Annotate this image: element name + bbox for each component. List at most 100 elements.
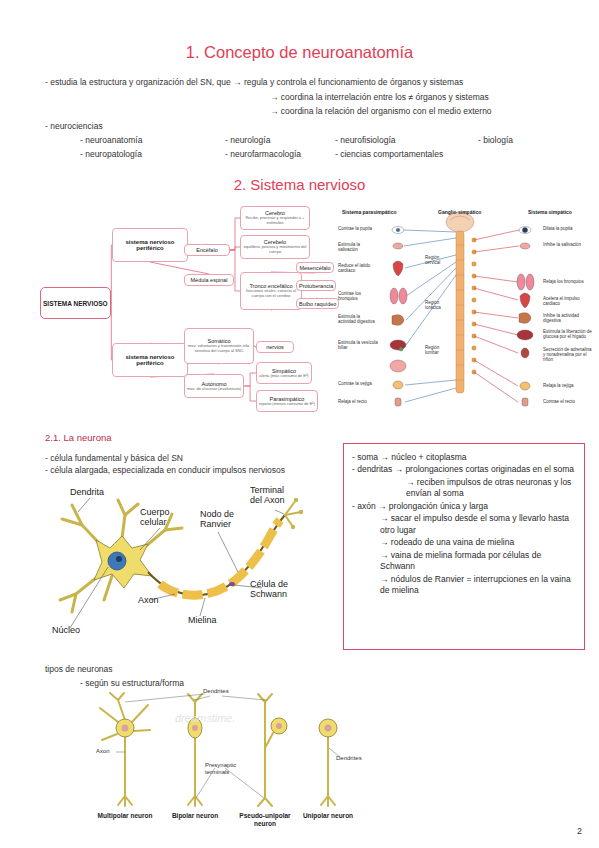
ans-illustration-part-part [474,276,518,282]
section-heading: 2. Sistema nervioso [0,176,599,194]
node-desc: equilibrio, postura y movimiento del cue… [243,245,307,254]
concept-box: Tronco encefálicofunciones vitales; cone… [240,272,302,310]
ans-illustration-part-part [390,340,406,350]
concept-box: CerebroRecibir, procesar y responder a +… [240,206,310,230]
box-line: → vaina de mielina formada por células d… [352,550,576,573]
concept-box: sistema nervioso periférico [112,343,188,377]
node-title: Mesencéfalo [299,265,330,271]
neuron-types-illustration-part-part [188,796,195,805]
node-desc: mov. de vísceras (involuntario) [187,387,241,392]
neuron-types-illustration-part-part [265,733,273,748]
part-label: Célula de Schwann [250,580,298,600]
neuron-types-illustration-part-part [192,725,198,731]
node-title: sistema nervioso periférico [115,239,185,251]
ans-label: Contrae la vejiga [338,381,378,386]
concept-box: Cerebeloequilibrio, postura y movimiento… [240,235,310,259]
node-desc: mov. voluntarios y transmisión info. sen… [187,344,251,353]
ans-label: Región cervical [425,255,453,265]
ans-illustration-part-part [405,388,456,402]
ans-illustration-part-part [474,312,518,318]
ans-illustration-part-part [522,398,528,406]
neuron-types-illustration-part [122,723,332,732]
neuron-types-illustration-part-part [258,798,265,806]
box-line: → rodeado de una vaina de mielina [352,537,576,548]
concept-box: Simpáticoalerta (más consumo de E²) [256,362,312,384]
ans-heading: Sistema parasimpático [342,209,396,215]
ans-illustration-part-part [520,382,530,390]
neuron-illustration [60,498,303,628]
ans-illustration [390,212,534,406]
body-text: - biología [478,135,513,145]
neuron-illustration-part [116,556,122,562]
concept-box: Bulbo raquídeo [296,298,339,309]
neuron-types-illustration-part-part [319,719,337,737]
ans-illustration-part-part [399,347,403,351]
neuron-illustration-part-part [62,519,82,525]
ans-illustration-part-part [474,360,518,386]
ans-illustration-part-part [404,230,456,232]
ans-illustration-part-part [393,261,403,276]
ans-illustration-part-part [395,398,401,406]
neuron-types-illustration-part-part [327,737,329,796]
node-desc: reposo (menos consumo de E²) [259,402,315,407]
ans-illustration-part-part [472,346,476,350]
ans-illustration-part-part [472,298,476,302]
neuron-type-name: Pseudo-unipolar neuron [233,812,297,828]
neuron-types-illustration-part-part [118,796,125,805]
neuron-illustration-part-part [294,498,298,502]
neuron-illustration-part-part [200,598,205,616]
ans-illustration-part [404,230,456,402]
ans-illustration-part-part [399,288,407,304]
ans-illustration-part-part [406,268,456,320]
connector [244,386,256,401]
node-title: Protuberancia [299,283,333,289]
neuron-types-illustration-part-part [118,693,124,700]
neuron-illustration-part-part [60,578,96,600]
concept-box: nervios [256,341,294,353]
ans-heading: Sistema simpático [528,209,572,215]
node-title: nervios [266,344,284,350]
part-label: Dendrites [336,755,362,762]
part-label: Axon [96,748,110,755]
neuron-illustration-part-part [299,510,303,514]
ans-illustration-part-part [393,243,403,249]
concept-box: Somáticomov. voluntarios y transmisión i… [184,328,254,364]
node-title: sistema nervioso periférico [115,354,185,366]
neuron-types-illustration-part-part [116,752,125,753]
ans-illustration-part [472,238,476,374]
concept-box: Autónomomov. de vísceras (involuntario) [184,374,244,398]
ans-illustration-part-part [392,227,404,234]
neuron-types-illustration-part-part [258,694,265,702]
neuron-illustration-part-part [118,500,125,538]
ans-illustration-part-part [405,255,456,268]
ans-illustration-part [446,212,474,232]
neuron-illustration-part-part [140,528,160,550]
neuron-types-illustration-part-part [195,796,202,805]
neuron-illustration-part-part [291,525,295,529]
neuron-types-illustration-part-part [264,700,266,798]
ans-illustration-part [456,231,464,393]
body-text: - ciencias comportamentales [335,149,443,159]
ans-illustration-part-part [390,288,398,304]
neuron-illustration-part-part [275,510,284,514]
part-label: Mielina [188,616,217,626]
ans-label: Reduce el latido cardíaco [338,263,378,273]
box-line: → nódulos de Ranvier = interrupciones en… [352,574,576,597]
neuron-illustration-part-part [104,576,112,600]
ans-illustration-part-part [520,243,530,249]
ans-label: Estimula la liberación de glucosa por el… [543,329,593,339]
part-label: Axon [138,596,159,606]
concept-box: Parasimpáticoreposo (menos consumo de E²… [256,390,318,412]
neuron-types-illustration-part-part [110,693,125,720]
ans-label: Estimula la vesícula biliar [338,340,378,350]
ans-illustration-part-part [517,330,533,340]
neuron-types-illustration-part-part [328,796,335,805]
neuron-types-illustration-part-part [116,719,134,737]
concept-box: Protuberancia [296,280,336,291]
ans-label: Región torácica [425,300,453,310]
neuron-illustration-part-part [165,528,182,530]
neuron-illustration-part [291,498,303,529]
neuron-types-illustration-part-part [124,737,126,796]
part-label: Cuerpo celular [140,508,185,528]
